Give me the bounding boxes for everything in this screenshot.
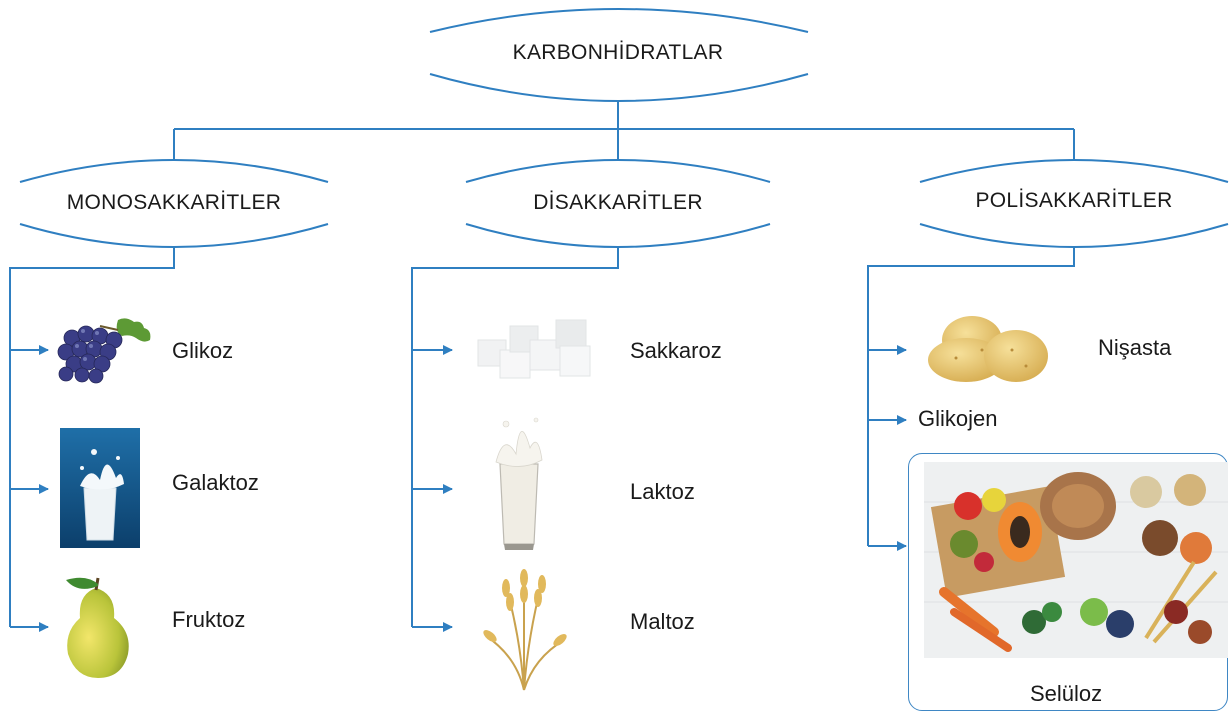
group-node-shapes [19, 159, 1229, 248]
root-label: KARBONHİDRATLAR [512, 41, 724, 64]
item-label-glikoz: Glikoz [172, 338, 234, 363]
monosakkarit-connectors [9, 248, 175, 632]
item-label-seluloz: Selüloz [1030, 681, 1103, 706]
item-label-fruktoz: Fruktoz [172, 607, 246, 632]
polisakkarit-connectors [867, 248, 1075, 551]
root-node-shape [429, 8, 809, 102]
group-label-polisakkarit: POLİSAKKARİTLER [975, 189, 1173, 212]
item-label-sakkaroz: Sakkaroz [630, 338, 722, 363]
grapes-icon [57, 318, 151, 384]
item-label-nisasta: Nişasta [1098, 335, 1172, 360]
wheat-icon [483, 569, 567, 691]
item-label-galaktoz: Galaktoz [172, 470, 259, 495]
sugar-cubes-icon [477, 319, 591, 379]
milk-splash-icon [60, 428, 140, 548]
group-label-disakkarit: DİSAKKARİTLER [533, 191, 703, 214]
item-label-glikojen: Glikojen [918, 406, 998, 431]
disakkarit-connectors [411, 248, 619, 632]
item-label-maltoz: Maltoz [630, 609, 695, 634]
item-label-laktoz: Laktoz [630, 479, 695, 504]
pear-icon [66, 577, 129, 678]
group-label-monosakkarit: MONOSAKKARİTLER [66, 191, 282, 214]
fiber-foods-icon [924, 462, 1228, 658]
milk-glass-icon [495, 417, 543, 550]
root-connector [173, 102, 1075, 160]
potatoes-icon [928, 316, 1048, 382]
